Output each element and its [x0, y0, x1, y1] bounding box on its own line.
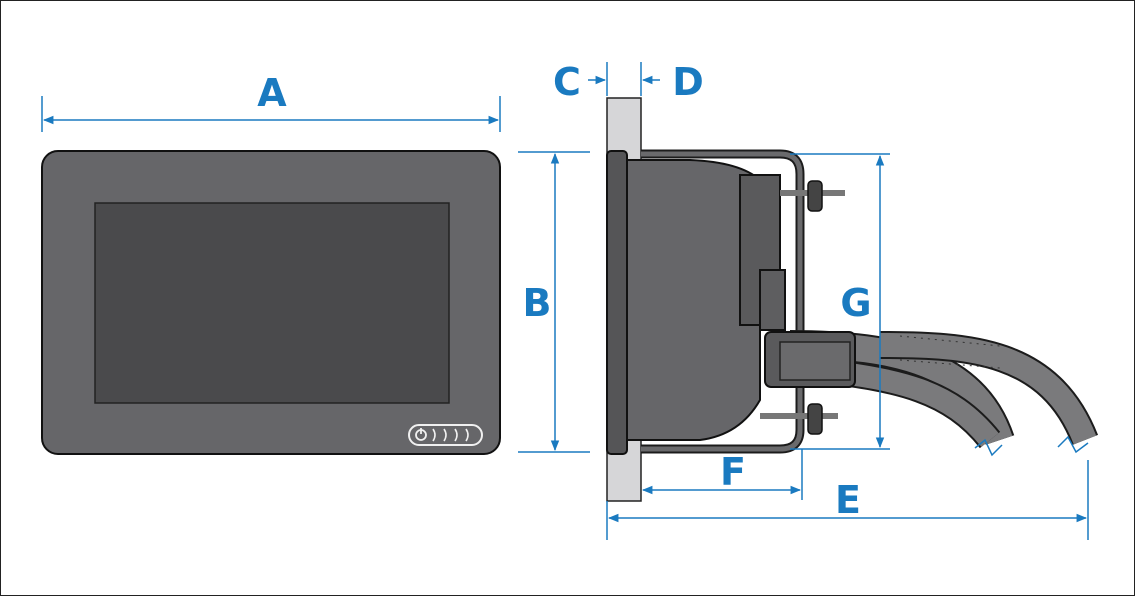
cable-break-mark-1 — [974, 438, 1003, 457]
label-e: E — [835, 478, 861, 522]
display-housing — [626, 159, 761, 441]
dimension-g: G — [790, 153, 890, 450]
thumb-screw-bottom — [760, 403, 838, 435]
dimension-b: B — [518, 151, 590, 453]
label-f: F — [720, 450, 746, 494]
label-d: D — [672, 60, 704, 104]
dimension-f: F — [641, 449, 803, 500]
front-view — [41, 150, 501, 455]
cable-break-mark-2 — [1057, 435, 1089, 454]
power-and-brightness-buttons-icon — [408, 424, 483, 446]
label-b: B — [523, 281, 552, 325]
display-front-edge — [606, 150, 628, 455]
label-c: C — [553, 60, 581, 104]
side-view — [606, 97, 1099, 502]
display-screen — [94, 202, 450, 404]
label-g: G — [840, 281, 871, 325]
thumb-screw-top — [780, 180, 845, 212]
label-a: A — [257, 71, 287, 115]
dimension-d: D — [640, 60, 704, 104]
dimension-e: E — [606, 460, 1089, 540]
dimension-c: C — [553, 60, 608, 104]
dimension-a: A — [41, 71, 501, 132]
